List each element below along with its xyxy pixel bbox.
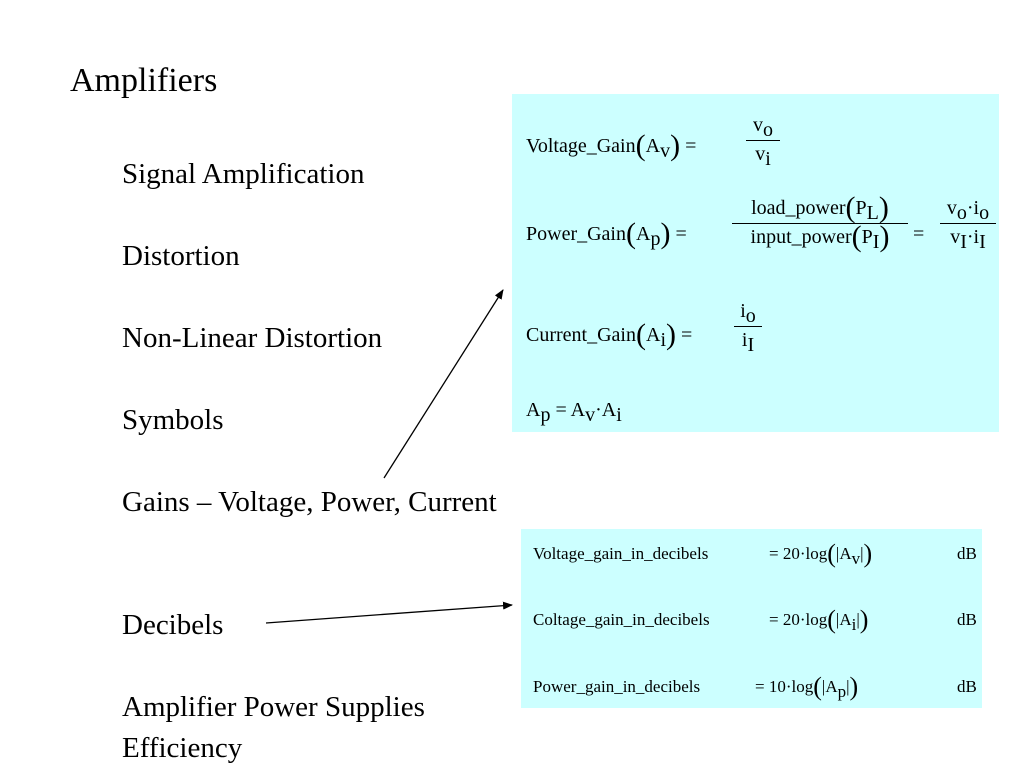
decibel-formulas-box: Voltage_gain_in_decibels = 20·log(|Av|) … bbox=[521, 529, 982, 708]
slide-title: Amplifiers bbox=[70, 62, 218, 99]
current-gain-fraction: io iI bbox=[734, 300, 762, 355]
bullet-distortion: Distortion bbox=[122, 240, 240, 272]
power-gain-vi-fraction: vo·io vI·iI bbox=[940, 197, 996, 252]
db-row-power-unit: dB bbox=[957, 677, 977, 696]
db-row-voltage-expr: = 20·log(|Av|) bbox=[769, 539, 873, 568]
bullet-power-supplies: Amplifier Power Supplies bbox=[122, 691, 425, 723]
db-row-power-name: Power_gain_in_decibels bbox=[533, 677, 701, 696]
bullet-gains: Gains – Voltage, Power, Current bbox=[122, 486, 497, 518]
db-row-voltage-name: Voltage_gain_in_decibels bbox=[533, 544, 709, 563]
voltage-gain-lhs: Voltage_Gain(Av) = bbox=[526, 129, 697, 162]
bullet-efficiency: Efficiency bbox=[122, 732, 243, 764]
arrow-gains-to-formulas bbox=[383, 289, 504, 479]
bullet-non-linear-distortion: Non-Linear Distortion bbox=[122, 322, 383, 354]
power-gain-equals: = bbox=[913, 223, 925, 245]
db-row-current-expr: = 20·log(|Ai|) bbox=[769, 605, 869, 634]
db-row-current-name: Coltage_gain_in_decibels bbox=[533, 610, 710, 629]
db-row-current-unit: dB bbox=[957, 610, 977, 629]
bullet-decibels: Decibels bbox=[122, 609, 224, 641]
db-row-voltage-unit: dB bbox=[957, 544, 977, 563]
bullet-symbols: Symbols bbox=[122, 404, 224, 436]
power-gain-lhs: Power_Gain(Ap) = bbox=[526, 217, 687, 250]
current-gain-lhs: Current_Gain(Ai) = bbox=[526, 318, 693, 351]
power-gain-product: Ap = Av·Ai bbox=[526, 399, 622, 426]
arrow-decibels-to-formulas bbox=[265, 601, 513, 624]
bullet-signal-amplification: Signal Amplification bbox=[122, 158, 365, 190]
voltage-gain-fraction: vo vi bbox=[746, 114, 780, 169]
db-row-power-expr: = 10·log(|Ap|) bbox=[755, 672, 859, 701]
power-gain-fraction: load_power(PL) input_power(PI) bbox=[732, 193, 908, 252]
gain-formulas-box: Voltage_Gain(Av) = vo vi Power_Gain(Ap) … bbox=[512, 94, 999, 432]
